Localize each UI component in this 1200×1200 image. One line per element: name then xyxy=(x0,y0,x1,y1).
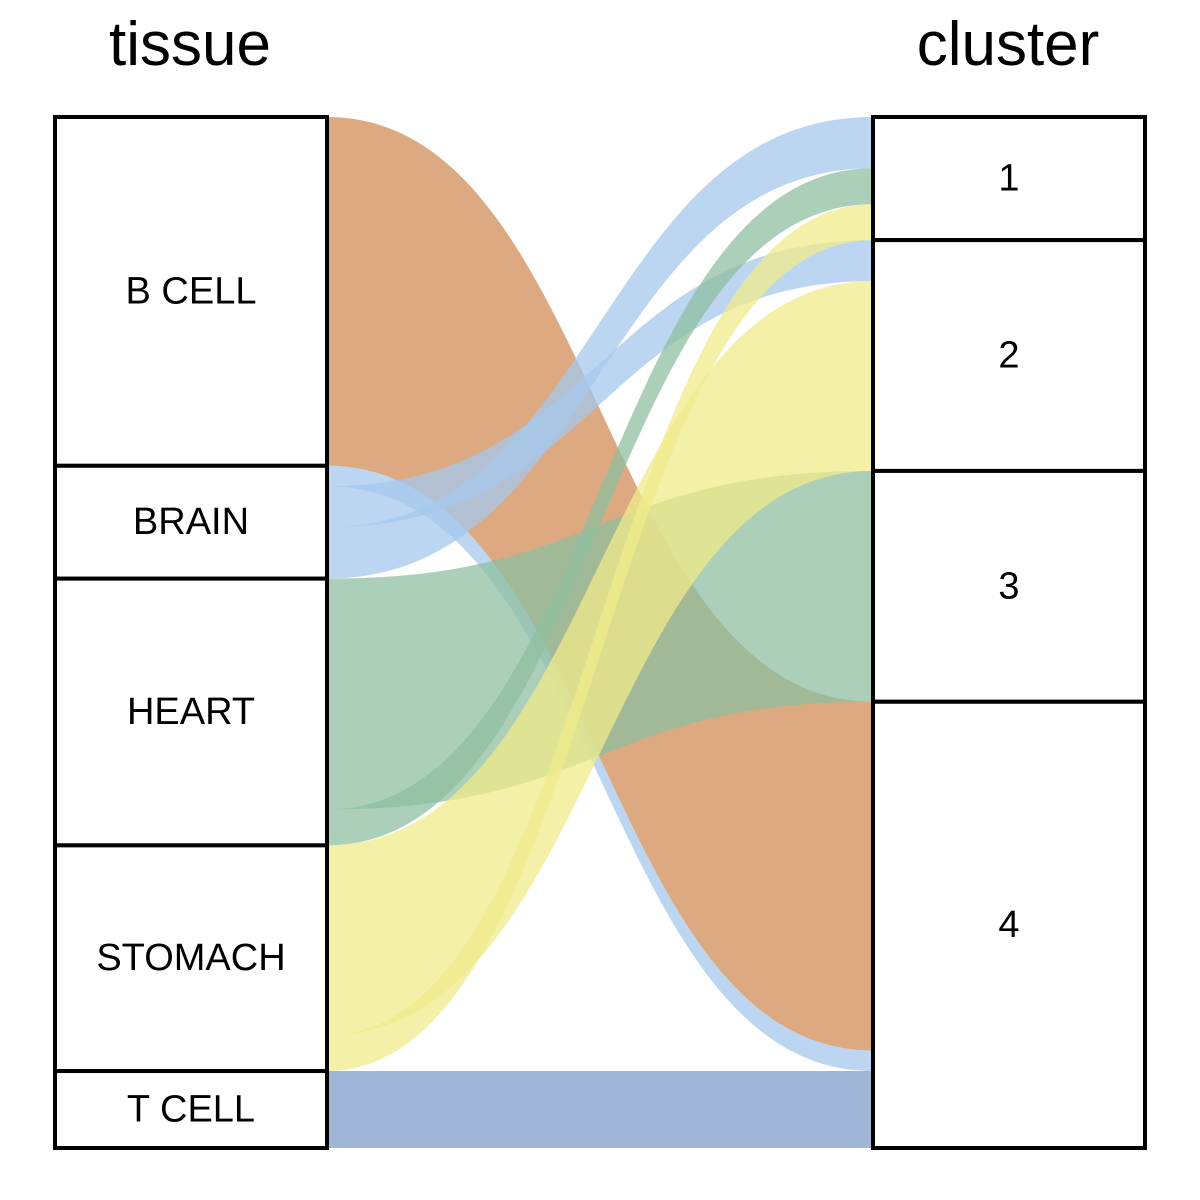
flow-brain-to-1 xyxy=(327,117,873,579)
strata-layer: B CELL BRAIN HEART STOMACH T CELL 1 2 3 4 xyxy=(53,115,1147,1150)
stratum-label-b-cell: B CELL xyxy=(126,270,257,312)
stratum-cluster-4: 4 xyxy=(871,699,1147,1150)
stratum-box-3 xyxy=(871,468,1147,704)
flow-t-cell-to-4 xyxy=(327,1071,873,1148)
stratum-label-t-cell: T CELL xyxy=(127,1089,255,1131)
flow-brain-to-2 xyxy=(327,240,873,528)
axis-title-tissue: tissue xyxy=(109,10,271,79)
stratum-label-stomach: STOMACH xyxy=(96,937,285,979)
stratum-box-b-cell xyxy=(53,115,329,468)
stratum-cluster-3: 3 xyxy=(871,468,1147,704)
stratum-label-4: 4 xyxy=(998,904,1019,946)
stratum-label-heart: HEART xyxy=(127,691,255,733)
stratum-cluster-1: 1 xyxy=(871,115,1147,243)
stratum-label-2: 2 xyxy=(998,335,1019,377)
flows-layer xyxy=(327,117,873,1148)
stratum-box-4 xyxy=(871,699,1147,1150)
stratum-box-2 xyxy=(871,238,1147,473)
stratum-tissue-heart: HEART xyxy=(53,576,329,848)
stratum-label-1: 1 xyxy=(998,158,1019,200)
flow-heart-to-1 xyxy=(327,168,873,846)
stratum-tissue-t-cell: T CELL xyxy=(53,1069,329,1150)
flow-stomach-to-2 xyxy=(327,281,873,1036)
stratum-box-t-cell xyxy=(53,1069,329,1150)
axis-title-cluster: cluster xyxy=(917,10,1100,79)
stratum-box-heart xyxy=(53,576,329,848)
stratum-box-brain xyxy=(53,463,329,581)
stratum-tissue-b-cell: B CELL xyxy=(53,115,329,468)
stratum-tissue-stomach: STOMACH xyxy=(53,843,329,1074)
stratum-label-brain: BRAIN xyxy=(133,501,249,543)
stratum-box-stomach xyxy=(53,843,329,1074)
flow-brain-to-4 xyxy=(327,465,873,1072)
stratum-cluster-2: 2 xyxy=(871,238,1147,473)
stratum-box-1 xyxy=(871,115,1147,243)
stratum-tissue-brain: BRAIN xyxy=(53,463,329,581)
stratum-label-3: 3 xyxy=(998,565,1019,607)
